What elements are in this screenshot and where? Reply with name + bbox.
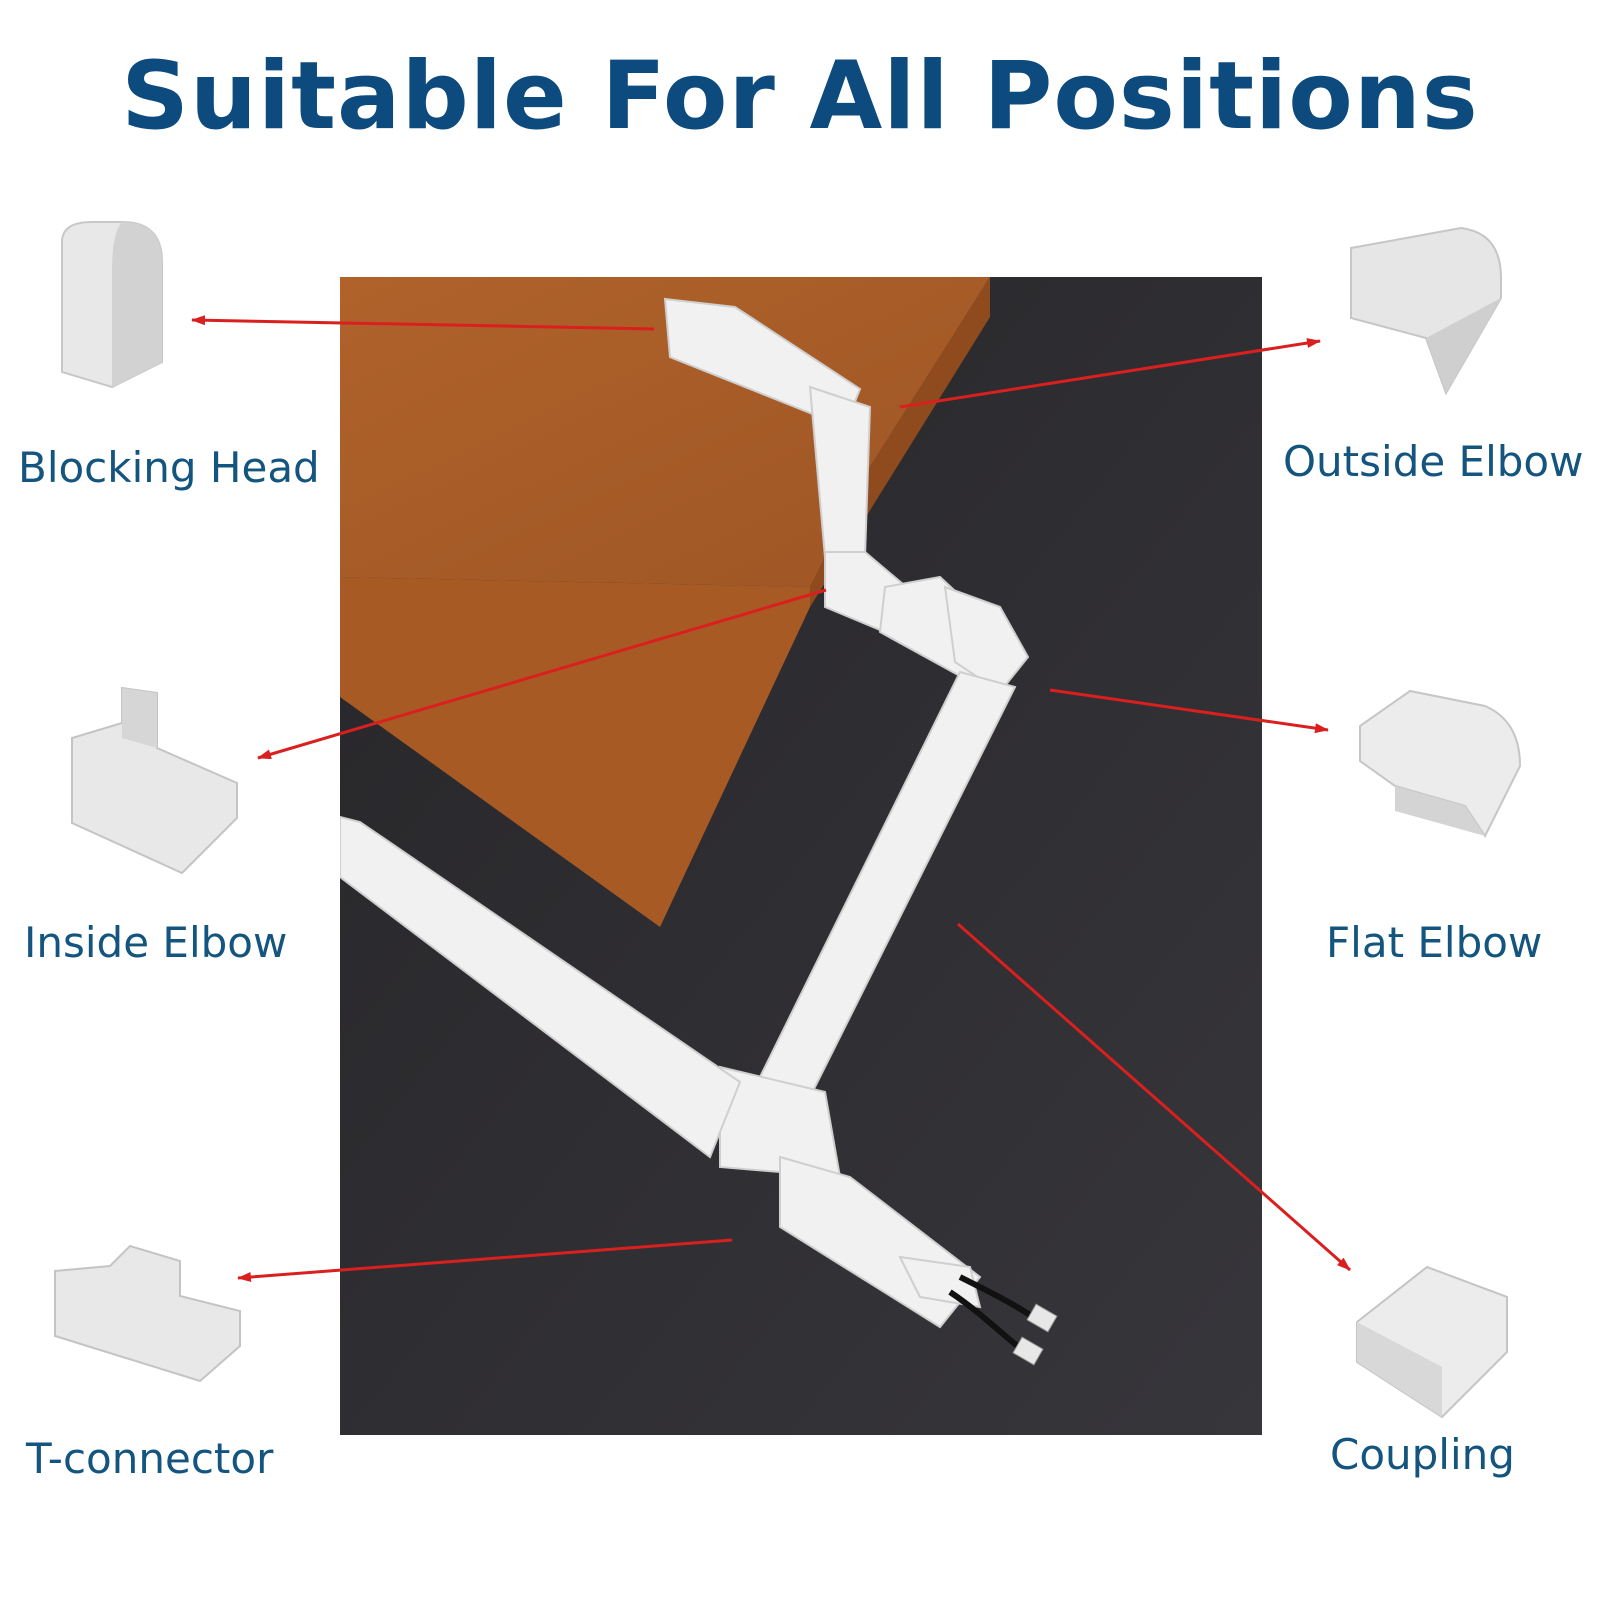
outside-elbow-image	[1350, 226, 1502, 396]
label-coupling: Coupling	[1330, 1430, 1515, 1479]
label-flat-elbow: Flat Elbow	[1326, 918, 1543, 967]
rj45-plugs	[1012, 1303, 1058, 1366]
raceway-installation-photo	[340, 277, 1262, 1435]
coupling-image	[1356, 1265, 1508, 1419]
blocking-head-image	[61, 221, 163, 389]
flat-elbow-image	[1359, 689, 1522, 838]
label-inside-elbow: Inside Elbow	[24, 918, 288, 967]
t-connector-image	[54, 1244, 241, 1383]
label-outside-elbow: Outside Elbow	[1283, 437, 1584, 486]
inside-elbow-image	[71, 686, 238, 874]
raceway-system	[340, 297, 1030, 1329]
page-title: Suitable For All Positions	[121, 42, 1479, 151]
label-t-connector: T-connector	[26, 1434, 274, 1483]
label-blocking-head: Blocking Head	[18, 443, 320, 492]
